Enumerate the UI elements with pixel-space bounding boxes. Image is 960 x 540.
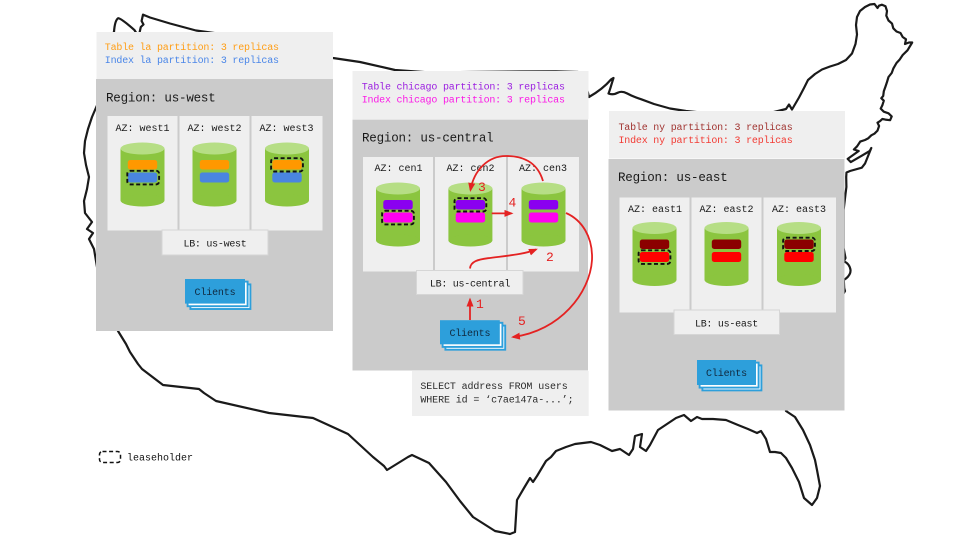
svg-text:Clients: Clients: [706, 368, 747, 380]
svg-text:Region: us-east: Region: us-east: [618, 171, 728, 185]
svg-text:LB: us-east: LB: us-east: [695, 320, 758, 331]
svg-text:1: 1: [476, 297, 484, 312]
svg-text:WHERE id = ‘c7ae147a-...’;: WHERE id = ‘c7ae147a-...’;: [420, 394, 573, 406]
svg-text:2: 2: [546, 250, 554, 265]
svg-text:LB: us-central: LB: us-central: [430, 279, 511, 291]
svg-text:Clients: Clients: [195, 287, 236, 299]
svg-text:3: 3: [478, 180, 486, 195]
svg-text:5: 5: [518, 314, 526, 329]
svg-text:AZ: cen3: AZ: cen3: [519, 164, 567, 175]
svg-text:AZ: east3: AZ: east3: [772, 205, 826, 216]
svg-text:AZ: west3: AZ: west3: [259, 124, 313, 135]
svg-text:SELECT address FROM users: SELECT address FROM users: [420, 381, 567, 393]
svg-text:Table ny partition: 3 replicas: Table ny partition: 3 replicas: [619, 122, 793, 134]
svg-text:4: 4: [509, 196, 517, 211]
svg-text:leaseholder: leaseholder: [127, 453, 193, 465]
svg-text:AZ: west1: AZ: west1: [115, 124, 169, 135]
svg-text:Index ny partition: 3 replicas: Index ny partition: 3 replicas: [619, 135, 793, 147]
svg-text:Table chicago partition: 3 rep: Table chicago partition: 3 replicas: [362, 82, 565, 94]
svg-text:LB: us-west: LB: us-west: [183, 240, 246, 251]
svg-text:Index chicago partition: 3 rep: Index chicago partition: 3 replicas: [362, 95, 565, 107]
svg-text:AZ: cen2: AZ: cen2: [446, 164, 494, 175]
svg-text:Table la partition: 3 replicas: Table la partition: 3 replicas: [105, 42, 279, 54]
svg-text:Region: us-central: Region: us-central: [362, 132, 493, 146]
svg-text:AZ: east1: AZ: east1: [628, 205, 682, 216]
svg-text:AZ: east2: AZ: east2: [699, 205, 753, 216]
svg-text:Index la partition: 3 replicas: Index la partition: 3 replicas: [105, 55, 279, 67]
svg-text:Clients: Clients: [449, 328, 490, 340]
svg-text:Region: us-west: Region: us-west: [106, 92, 216, 106]
svg-text:AZ: cen1: AZ: cen1: [374, 164, 422, 175]
svg-text:AZ: west2: AZ: west2: [187, 124, 241, 135]
